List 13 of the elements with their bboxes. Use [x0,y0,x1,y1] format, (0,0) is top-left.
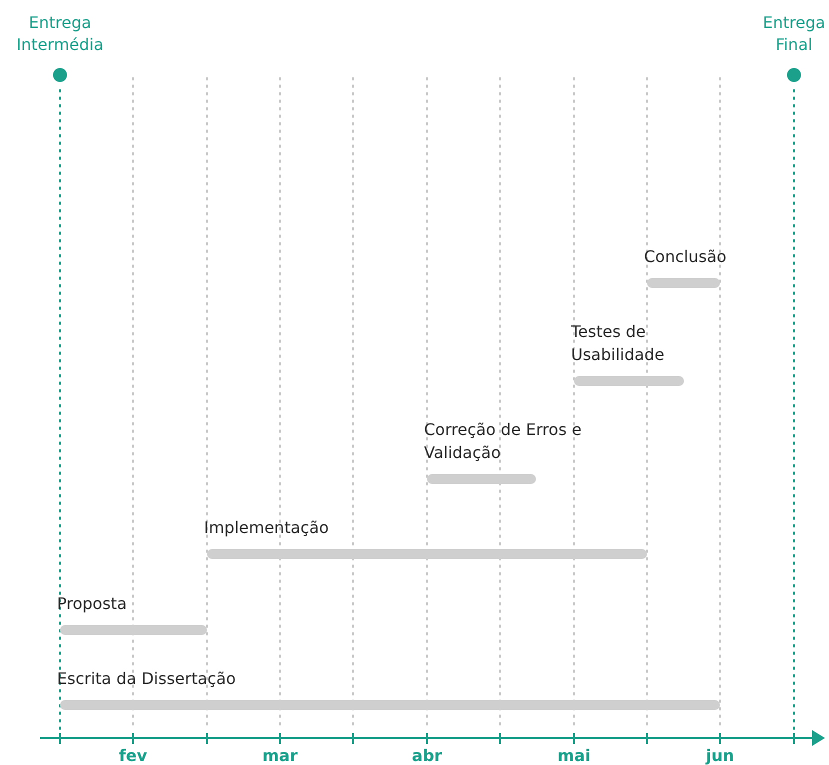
month-label: jun [704,746,736,765]
task-label: Implementação [204,517,330,539]
task-label: Proposta [57,593,128,615]
milestone-label: Entrega Final [762,12,826,56]
task-label: Conclusão [644,246,728,268]
task-label: Correção de Erros e Validação [424,419,583,464]
task-label: Testes de Usabilidade [571,321,666,366]
month-label: mar [261,746,299,765]
task-label: Escrita da Dissertação [57,668,237,690]
month-label: abr [410,746,444,765]
month-label: fev [118,746,148,765]
milestone-label: Entrega Intermédia [15,12,105,56]
month-label: mai [556,746,592,765]
